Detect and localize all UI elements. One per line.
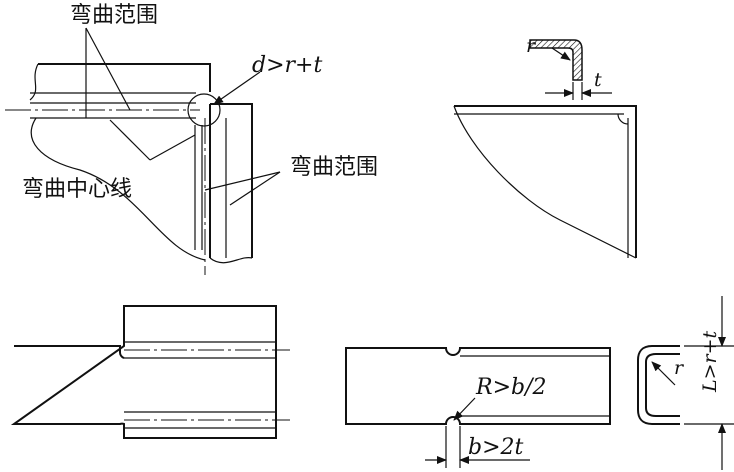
label-r-condition: R>b/2: [475, 375, 547, 400]
label-r-top: r: [526, 35, 537, 57]
flat-blank: [10, 305, 277, 439]
panel-bottom-left: [10, 305, 290, 439]
part-outline: [454, 105, 637, 258]
flange-top-edge: [38, 63, 211, 92]
label-bend-range-top: 弯曲范围: [70, 3, 158, 28]
break-curve: [453, 105, 637, 259]
profile-section: [529, 39, 583, 81]
label-b-condition: b>2t: [468, 435, 524, 460]
panel-top-right: r t: [453, 35, 637, 259]
label-t-top: t: [594, 69, 602, 91]
panel-bottom-middle: R>b/2 b>2t: [345, 347, 611, 468]
break-curve: [30, 117, 206, 261]
label-bend-range-right: 弯曲范围: [290, 155, 378, 180]
flange-right-edge: [210, 103, 253, 258]
flat-blank-notched: [345, 347, 611, 425]
label-r-small: r: [674, 357, 685, 379]
channel-inner: [645, 353, 680, 417]
panel-bottom-right: r L>r+t: [637, 296, 734, 470]
label-bend-centerline: 弯曲中心线: [22, 177, 132, 202]
channel-outer: [637, 345, 680, 425]
label-d-condition: d>r+t: [252, 53, 322, 78]
corner-circle: [187, 93, 221, 127]
panel-top-left: 弯曲范围 d>r+t 弯曲中心线 弯曲范围: [5, 3, 378, 275]
label-l-condition: L>r+t: [699, 330, 721, 393]
